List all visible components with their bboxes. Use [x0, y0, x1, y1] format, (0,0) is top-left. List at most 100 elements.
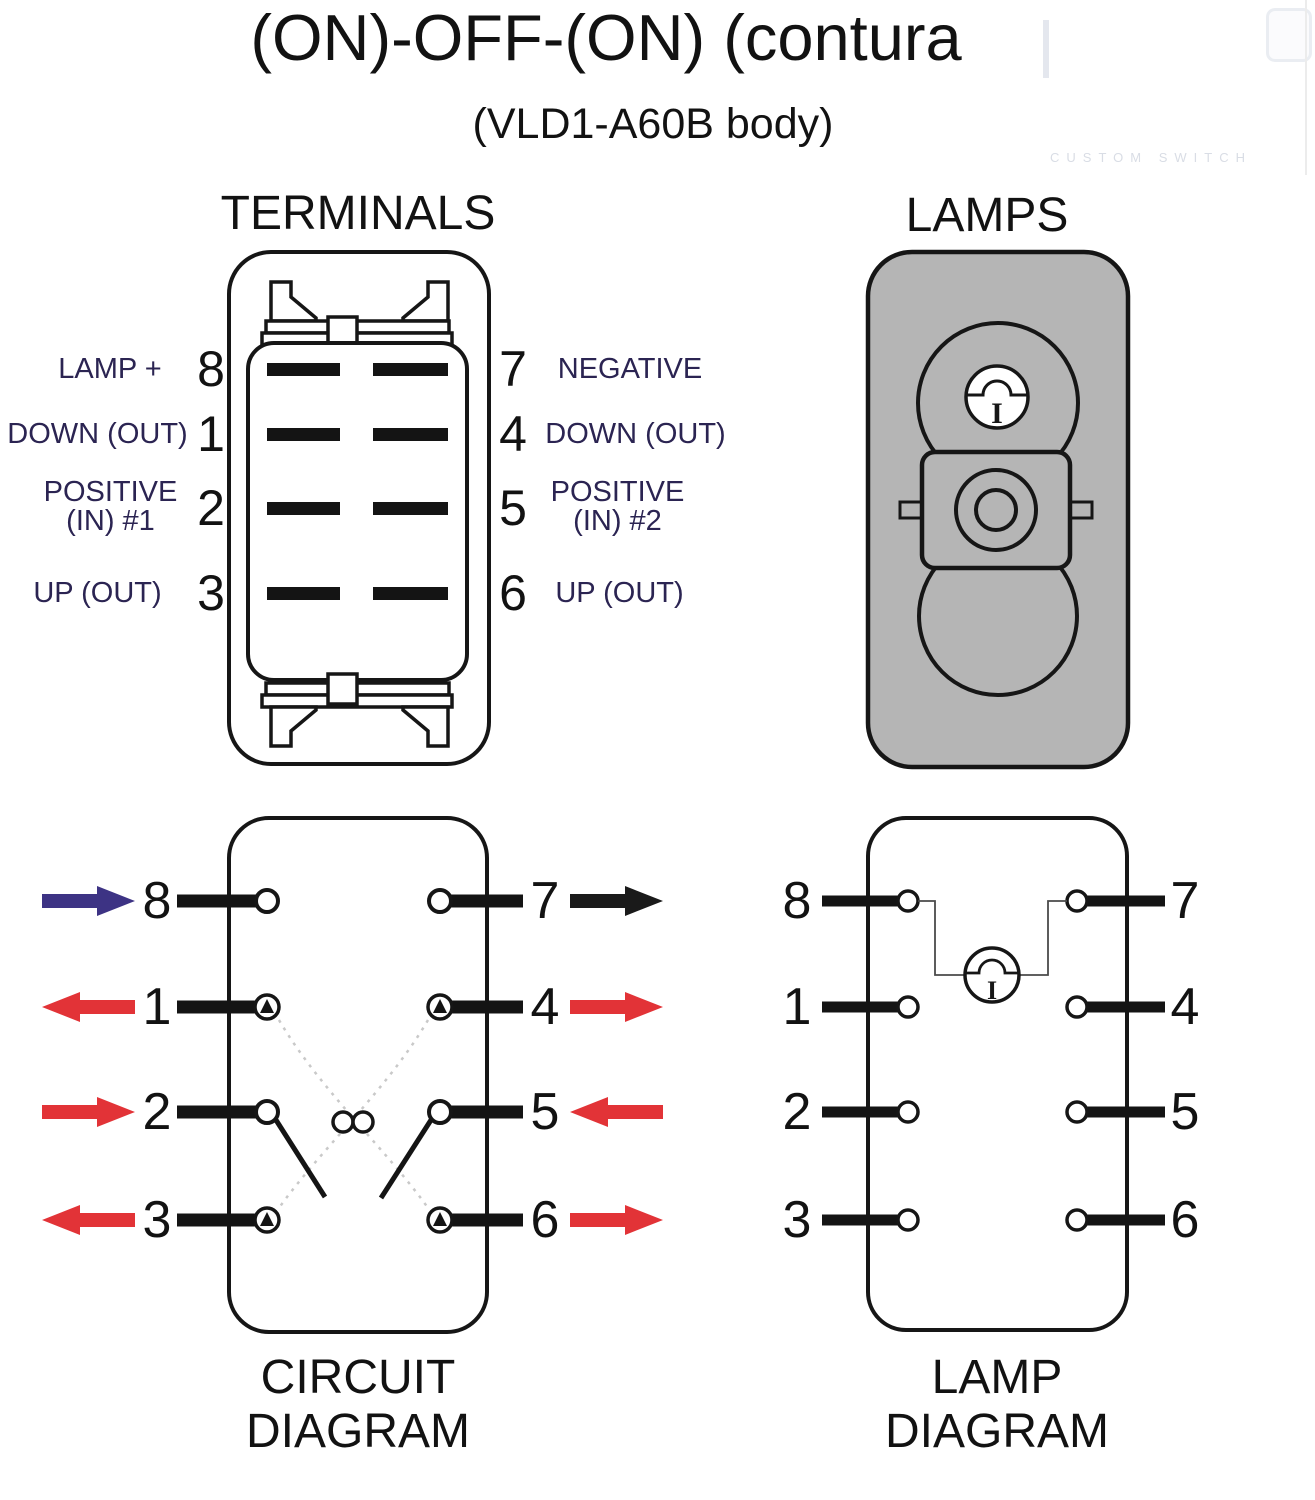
lamp-number-7: 7 [1170, 872, 1200, 930]
pivot-ring-inner [974, 488, 1018, 532]
arrow-out-3 [42, 1205, 135, 1235]
label-positive-in2-line1: POSITIVE [550, 476, 685, 508]
label-up-out-right: UP (OUT) [555, 577, 684, 609]
lamp-number-2: 2 [782, 1083, 812, 1141]
switch-lever-right [378, 1118, 434, 1200]
arrow-out-1 [42, 992, 135, 1022]
contact-7 [427, 888, 453, 914]
label-down-out-right: DOWN (OUT) [545, 418, 726, 450]
lamps-heading: LAMPS [905, 189, 1069, 242]
terminal-number-7: 7 [499, 341, 527, 397]
terminal-number-5: 5 [499, 480, 527, 536]
label-negative: NEGATIVE [557, 353, 703, 385]
terminal-blade-2 [267, 502, 340, 515]
circuit-number-3: 3 [142, 1191, 172, 1249]
circuit-number-4: 4 [530, 978, 560, 1036]
arrow-out-7 [570, 886, 663, 916]
mount-ear-bottom-left [269, 705, 318, 748]
throw-path-arc-2 [277, 1019, 430, 1209]
lamp-number-5: 5 [1170, 1083, 1200, 1141]
terminal-blade-3 [267, 587, 340, 600]
arrow-in-8 [42, 886, 135, 916]
circuit-diagram-drawing [42, 816, 663, 1334]
label-down-out-left: DOWN (OUT) [7, 418, 188, 450]
indicator-lamp-letter: I [987, 976, 997, 1005]
lamp-contact-4 [1065, 995, 1089, 1019]
lamp-wire-from-7 [1019, 900, 1067, 976]
switch-lever-left [273, 1118, 328, 1199]
page-subtitle: (VLD1-A60B body) [472, 100, 834, 148]
terminal-blade-6 [373, 587, 448, 600]
pivot-dot-left [331, 1110, 355, 1134]
pivot-dot-right [351, 1110, 375, 1134]
circuit-caption-line1: CIRCUIT [260, 1351, 456, 1404]
label-positive-in1-line2: (IN) #1 [66, 505, 155, 537]
terminal-blade-5 [373, 502, 448, 515]
lamp-symbol-circle [964, 364, 1030, 430]
terminal-blade-4 [373, 428, 448, 441]
lamp-symbol-filament [966, 379, 1028, 397]
lamp-number-6: 6 [1170, 1191, 1200, 1249]
watermark-logo-fragment [1266, 8, 1312, 62]
bottom-center-tab [326, 672, 359, 706]
lamp-caption-line1: LAMP [931, 1351, 1063, 1404]
lamp-symbol-letter: I [991, 397, 1003, 430]
lamp-diagram-drawing: I [822, 816, 1165, 1332]
momentary-contact-1 [253, 993, 281, 1021]
circuit-number-6: 6 [530, 1191, 560, 1249]
lamp-number-1: 1 [782, 978, 812, 1036]
lamp-caption-line2: DIAGRAM [884, 1405, 1109, 1458]
watermark-text: CUSTOM SWITCH [1050, 150, 1252, 165]
terminal-number-4: 4 [499, 406, 527, 462]
lamp-contact-7 [1065, 889, 1089, 913]
terminal-number-1: 1 [197, 406, 225, 462]
circuit-number-8: 8 [142, 872, 172, 930]
lamp-wire-from-8 [918, 900, 965, 976]
circuit-number-1: 1 [142, 978, 172, 1036]
terminal-blade-7 [373, 363, 448, 376]
label-positive-in2-line2: (IN) #2 [573, 505, 662, 537]
lamp-contact-3 [896, 1208, 920, 1232]
lamp-number-4: 4 [1170, 978, 1200, 1036]
throw-path-arc-1 [277, 1019, 430, 1209]
lamp-number-8: 8 [782, 872, 812, 930]
lamps-actuator-drawing: I [865, 249, 1131, 770]
photo-edge-line [1305, 0, 1307, 175]
label-positive-in1-line1: POSITIVE [43, 476, 178, 508]
lamp-contact-6 [1065, 1208, 1089, 1232]
mount-ear-bottom-right [401, 705, 450, 748]
lamp-body-outline [866, 816, 1129, 1332]
page-title: (ON)-OFF-(ON) (contura [250, 1, 962, 74]
arrow-in-2 [42, 1097, 135, 1127]
lamp-contact-5 [1065, 1100, 1089, 1124]
terminal-number-3: 3 [197, 565, 225, 621]
terminal-number-6: 6 [499, 565, 527, 621]
lamp-contact-1 [896, 995, 920, 1019]
momentary-contact-3 [253, 1206, 281, 1234]
indicator-lamp-filament [965, 958, 1019, 975]
arrow-out-4 [570, 992, 663, 1022]
watermark-fragment [1043, 20, 1049, 78]
contact-5-common [427, 1099, 453, 1125]
label-up-out-left: UP (OUT) [33, 577, 162, 609]
circuit-number-2: 2 [142, 1083, 172, 1141]
circuit-number-7: 7 [530, 872, 560, 930]
terminals-switch-drawing [227, 250, 491, 766]
circuit-caption-line2: DIAGRAM [245, 1405, 470, 1458]
contact-8 [254, 888, 280, 914]
circuit-number-5: 5 [530, 1083, 560, 1141]
lamp-number-3: 3 [782, 1191, 812, 1249]
indicator-lamp-circle [963, 946, 1021, 1004]
label-lamp-plus: LAMP + [58, 353, 162, 385]
terminal-number-8: 8 [197, 341, 225, 397]
arrow-out-6 [570, 1205, 663, 1235]
momentary-contact-4 [426, 993, 454, 1021]
contact-2-common [254, 1099, 280, 1125]
lamp-contact-8 [896, 889, 920, 913]
momentary-contact-6 [426, 1206, 454, 1234]
terminal-blade-1 [267, 428, 340, 441]
terminals-heading: TERMINALS [220, 187, 496, 240]
arrow-in-5 [570, 1097, 663, 1127]
lamp-contact-2 [896, 1100, 920, 1124]
